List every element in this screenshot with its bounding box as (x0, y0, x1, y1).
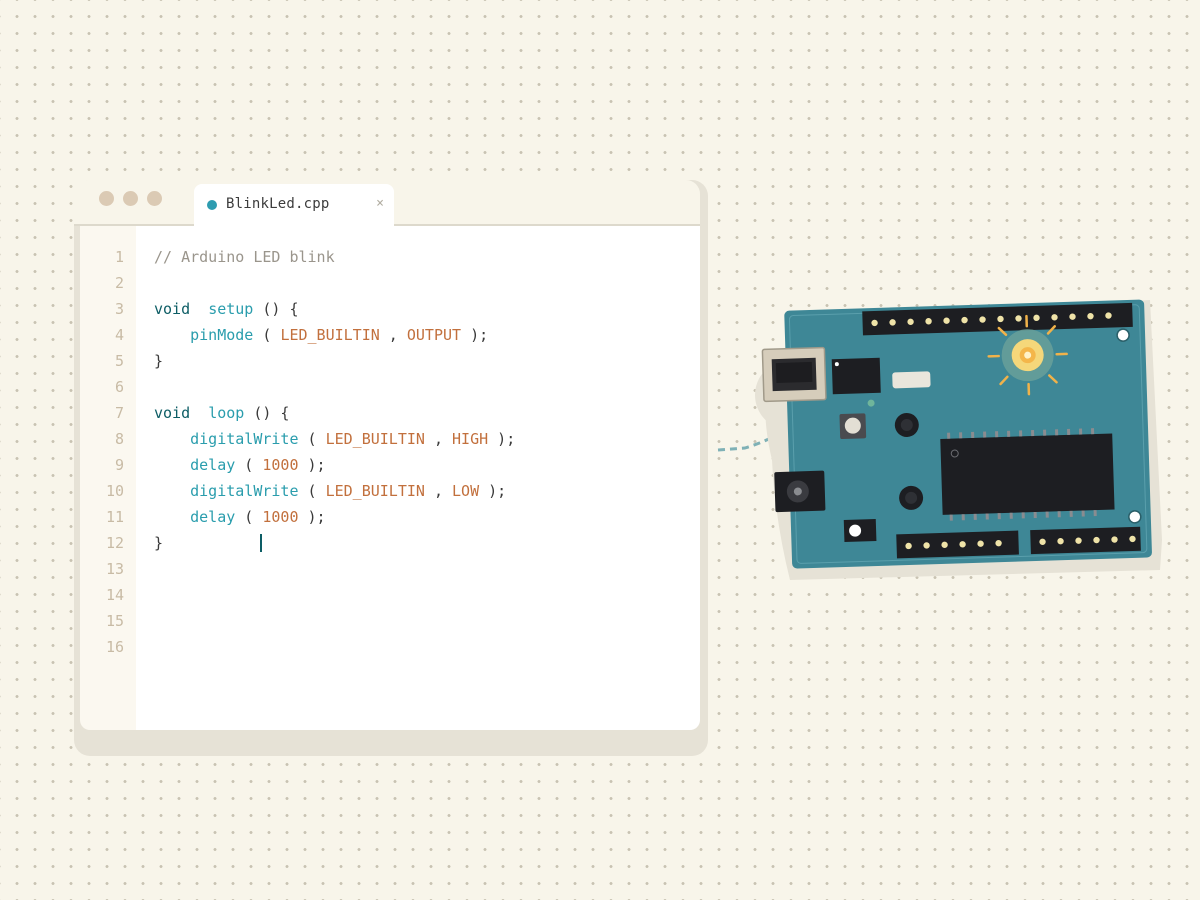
code-line: } (154, 533, 163, 553)
line-number: 12 (105, 534, 124, 552)
code-token: void (154, 300, 191, 318)
code-token: OUTPUT (406, 326, 462, 344)
code-line: } (154, 351, 163, 371)
code-token: 1000 (262, 508, 299, 526)
tab-filename: BlinkLed.cpp (226, 196, 330, 212)
code-token: pinMode (190, 326, 254, 344)
code-token: } (154, 352, 164, 370)
code-token (154, 456, 190, 474)
code-token: loop (208, 404, 245, 422)
code-token: ( (298, 430, 326, 448)
usb-port (761, 346, 827, 403)
code-token: digitalWrite (190, 482, 299, 500)
cable-line (717, 430, 783, 452)
line-number: 8 (114, 430, 124, 448)
code-token: ( (235, 508, 263, 526)
code-line: pinMode ( LED_BUILTIN , OUTPUT ); (154, 325, 488, 345)
window-close-icon[interactable] (99, 191, 114, 206)
code-token (154, 508, 190, 526)
code-token (154, 326, 190, 344)
code-token (190, 300, 208, 318)
code-line: digitalWrite ( LED_BUILTIN , HIGH ); (154, 429, 515, 449)
analog-pin-header (1030, 526, 1141, 555)
digital-pin-header (862, 302, 1133, 336)
code-token: () { (244, 404, 290, 422)
line-number: 15 (105, 612, 124, 630)
line-number: 2 (114, 274, 124, 292)
mount-hole (1116, 328, 1130, 342)
code-token: LED_BUILTIN (325, 482, 425, 500)
capacitor (894, 412, 919, 437)
line-number: 9 (114, 456, 124, 474)
text-cursor (260, 534, 262, 552)
line-number: 10 (105, 482, 124, 500)
code-token: ); (479, 482, 507, 500)
code-token: ( (253, 326, 281, 344)
code-token: , (379, 326, 407, 344)
code-token: // Arduino LED blink (154, 248, 335, 266)
usb-chip (831, 357, 881, 395)
code-line: void loop () { (154, 403, 289, 423)
led-glow-icon (987, 314, 1068, 396)
code-token: void (154, 404, 191, 422)
code-token (154, 482, 190, 500)
voltage-regulator (843, 519, 877, 542)
code-line: digitalWrite ( LED_BUILTIN , LOW ); (154, 481, 506, 501)
code-token: HIGH (452, 430, 489, 448)
code-token: LED_BUILTIN (325, 430, 425, 448)
code-text-area[interactable]: // Arduino LED blink void setup () { pinM… (136, 226, 700, 730)
code-line: delay ( 1000 ); (154, 455, 326, 475)
line-number: 1 (114, 248, 124, 266)
code-token: ); (488, 430, 516, 448)
file-status-dot-icon (207, 200, 217, 210)
code-token: () { (253, 300, 299, 318)
tab-close-icon[interactable]: × (376, 196, 384, 211)
reset-button (839, 413, 867, 440)
code-token (190, 404, 208, 422)
power-jack (774, 470, 826, 513)
line-number: 3 (114, 300, 124, 318)
line-number: 7 (114, 404, 124, 422)
code-line: delay ( 1000 ); (154, 507, 326, 527)
line-number: 14 (105, 586, 124, 604)
code-token: ( (235, 456, 263, 474)
line-number: 16 (105, 638, 124, 656)
code-token: delay (190, 456, 236, 474)
window-maximize-icon[interactable] (147, 191, 162, 206)
editor-titlebar: BlinkLed.cpp × (74, 180, 700, 226)
line-number: 11 (105, 508, 124, 526)
crystal-oscillator (892, 371, 931, 389)
arduino-board (761, 299, 1152, 569)
code-token: } (154, 534, 164, 552)
cable-arrow-icon (781, 420, 800, 441)
code-token: LED_BUILTIN (280, 326, 380, 344)
code-token: LOW (452, 482, 480, 500)
tab-blinkled[interactable]: BlinkLed.cpp × (194, 184, 394, 226)
code-token: ); (298, 508, 326, 526)
code-line: void setup () { (154, 299, 299, 319)
code-token: ); (461, 326, 489, 344)
line-number: 5 (114, 352, 124, 370)
power-pin-header (896, 530, 1019, 559)
window-minimize-icon[interactable] (123, 191, 138, 206)
code-token (154, 430, 190, 448)
code-token: digitalWrite (190, 430, 299, 448)
microcontroller-chip (940, 433, 1115, 515)
code-token: , (424, 430, 453, 448)
board-shadow (765, 300, 1162, 580)
code-line: // Arduino LED blink (154, 247, 335, 267)
code-token: 1000 (262, 456, 299, 474)
line-number: 6 (114, 378, 124, 396)
code-token: , (424, 482, 453, 500)
board-pcb (784, 299, 1152, 569)
code-token: setup (208, 300, 254, 318)
code-token: ( (298, 482, 326, 500)
line-number: 13 (105, 560, 124, 578)
code-token: ); (298, 456, 326, 474)
line-number: 4 (114, 326, 124, 344)
code-token: delay (190, 508, 236, 526)
